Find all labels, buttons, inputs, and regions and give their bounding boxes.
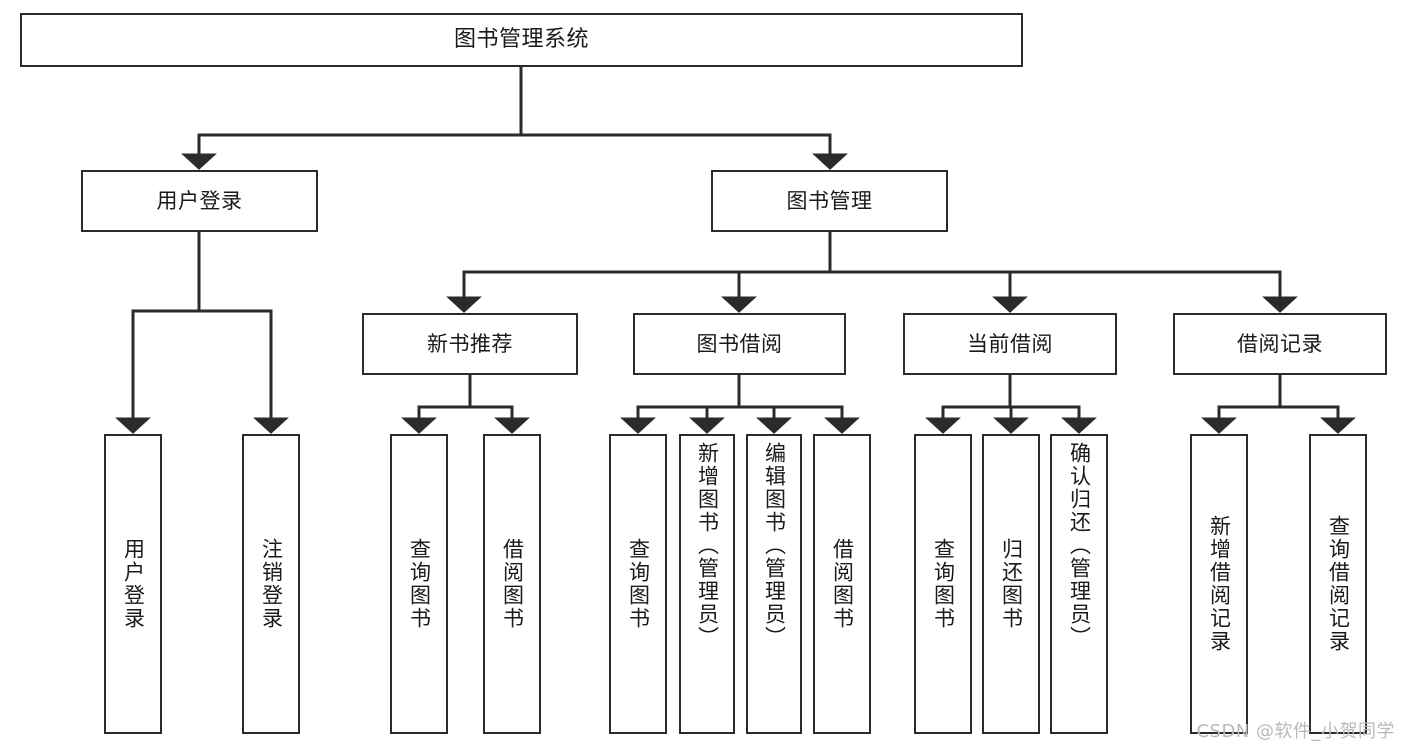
leaf-edit-book-admin[interactable]: 编辑图书（管理员）: [746, 434, 802, 734]
node-label: 查询图书: [407, 538, 432, 630]
node-label: 用户登录: [156, 188, 243, 213]
node-label: 注销登录: [259, 538, 284, 630]
node-label: 确认归还（管理员）: [1067, 442, 1092, 649]
node-label: 借阅图书: [500, 538, 525, 630]
node-new-book-recommend[interactable]: 新书推荐: [362, 313, 578, 375]
node-label: 新增图书（管理员）: [695, 442, 720, 649]
leaf-return-books[interactable]: 归还图书: [982, 434, 1040, 734]
node-label: 图书管理: [786, 188, 873, 213]
node-user-login[interactable]: 用户登录: [81, 170, 318, 232]
leaf-query-books-current[interactable]: 查询图书: [914, 434, 972, 734]
leaf-query-borrow-record[interactable]: 查询借阅记录: [1309, 434, 1367, 734]
node-label: 归还图书: [999, 538, 1024, 630]
leaf-confirm-return-admin[interactable]: 确认归还（管理员）: [1050, 434, 1108, 734]
leaf-logout[interactable]: 注销登录: [242, 434, 300, 734]
node-label: 借阅记录: [1237, 331, 1323, 356]
node-label: 编辑图书（管理员）: [762, 442, 787, 649]
node-label: 查询借阅记录: [1326, 515, 1351, 653]
node-label: 借阅图书: [830, 538, 855, 630]
leaf-user-login[interactable]: 用户登录: [104, 434, 162, 734]
node-current-borrow[interactable]: 当前借阅: [903, 313, 1117, 375]
node-label: 图书管理系统: [453, 27, 589, 53]
node-label: 查询图书: [626, 538, 651, 630]
leaf-query-books-borrow[interactable]: 查询图书: [609, 434, 667, 734]
node-label: 当前借阅: [967, 331, 1053, 356]
node-label: 用户登录: [121, 538, 146, 630]
leaf-add-borrow-record[interactable]: 新增借阅记录: [1190, 434, 1248, 734]
node-label: 查询图书: [931, 538, 956, 630]
watermark-text: CSDN @软件_小贺同学: [1196, 721, 1395, 742]
node-root-system[interactable]: 图书管理系统: [20, 13, 1023, 67]
node-borrow-records[interactable]: 借阅记录: [1173, 313, 1387, 375]
leaf-borrow-books-recommend[interactable]: 借阅图书: [483, 434, 541, 734]
node-book-management[interactable]: 图书管理: [711, 170, 948, 232]
leaf-query-books-recommend[interactable]: 查询图书: [390, 434, 448, 734]
node-label: 图书借阅: [696, 331, 783, 356]
leaf-add-book-admin[interactable]: 新增图书（管理员）: [679, 434, 735, 734]
node-label: 新书推荐: [427, 331, 513, 356]
node-book-borrow[interactable]: 图书借阅: [633, 313, 846, 375]
leaf-borrow-books[interactable]: 借阅图书: [813, 434, 871, 734]
node-label: 新增借阅记录: [1207, 515, 1232, 653]
